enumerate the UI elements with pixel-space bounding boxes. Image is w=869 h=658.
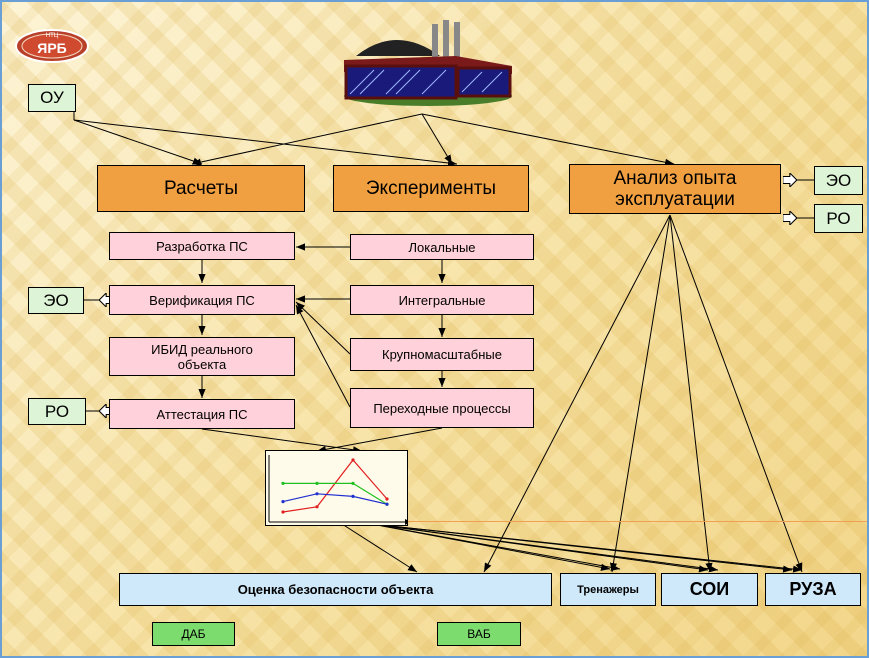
software-certification-box: Аттестация ПС [109, 399, 295, 429]
graph-green-point [281, 481, 285, 485]
results-graph [265, 450, 408, 526]
ro-left-label: РО [28, 398, 86, 425]
ruza-box: РУЗА [765, 573, 861, 606]
dab-box: ДАБ [152, 622, 235, 646]
divider-line [407, 521, 867, 522]
integral-experiments-box: Интегральные [350, 285, 534, 315]
local-experiments-box: Локальные [350, 234, 534, 260]
trainers-box: Тренажеры [560, 573, 656, 606]
graph-red-point [315, 505, 319, 509]
experiments-header: Эксперименты [333, 165, 529, 212]
graph-green-series [283, 482, 388, 505]
software-development-box: Разработка ПС [109, 232, 295, 260]
ou-label: ОУ [28, 84, 76, 112]
graph-blue-point [315, 492, 319, 496]
calculations-header: Расчеты [97, 165, 305, 212]
logo-text: ЯРБ [37, 40, 66, 56]
graph-red-point [385, 497, 389, 501]
graph-red-point [281, 510, 285, 514]
large-scale-experiments-box: Крупномасштабные [350, 338, 534, 371]
software-verification-box: Верификация ПС [109, 285, 295, 315]
graph-blue-point [351, 494, 355, 498]
transient-processes-box: Переходные процессы [350, 388, 534, 428]
ro-right-label: РО [814, 204, 863, 233]
graph-green-point [315, 481, 319, 485]
graph-blue-point [281, 500, 285, 504]
ibid-real-object-box: ИБИД реального объекта [109, 337, 295, 376]
graph-red-point [351, 458, 355, 462]
logo-small-text: НТЦ [46, 33, 59, 39]
graph-blue-series [282, 493, 388, 505]
operating-experience-header: Анализ опыта эксплуатации [569, 164, 781, 214]
object-safety-assessment-box: Оценка безопасности объекта [119, 573, 552, 606]
soi-box: СОИ [661, 573, 758, 606]
graph-blue-point [385, 502, 389, 506]
ibid-line1: ИБИД реального [151, 341, 253, 357]
operating-experience-line2: эксплуатации [615, 189, 735, 210]
factory-icon [344, 20, 512, 106]
vab-box: ВАБ [437, 622, 521, 646]
eo-left-label: ЭО [28, 287, 84, 314]
graph-green-point [351, 481, 355, 485]
ibid-line2: объекта [177, 356, 227, 372]
operating-experience-line1: Анализ опыта [613, 168, 737, 189]
eo-right-label: ЭО [814, 166, 863, 195]
company-logo: НТЦ ЯРБ [15, 29, 89, 63]
